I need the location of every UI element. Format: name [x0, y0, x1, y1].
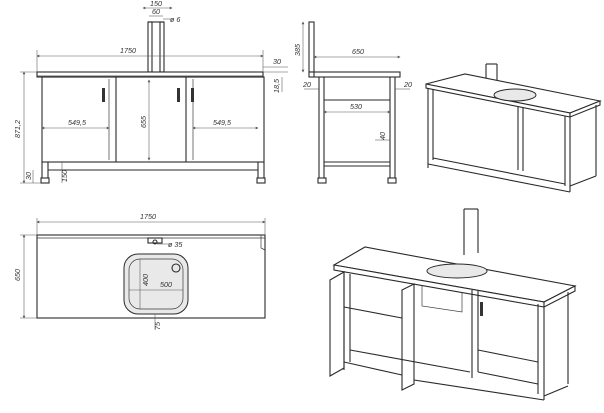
- dim-left-opening: 549,5: [68, 118, 87, 127]
- dim-top-depth: 650: [13, 269, 22, 281]
- dim-sink-width: 500: [160, 280, 172, 289]
- dim-right-opening: 549,5: [213, 118, 232, 127]
- dim-faucet-height: 385: [293, 43, 302, 56]
- dim-side-right-offset: 20: [403, 80, 412, 89]
- door-handle-center: [177, 88, 180, 102]
- dim-faucet-inner: 60: [152, 7, 160, 16]
- side-view: 385 650 20 20 530 40: [293, 21, 412, 184]
- drain-icon: [171, 263, 181, 273]
- dim-side-inner-depth: 530: [350, 102, 362, 111]
- sink-iso-open: [426, 263, 488, 279]
- open-door-left: [329, 271, 345, 377]
- dim-front-width: 1750: [120, 46, 136, 55]
- dim-tap-hole: ø 35: [168, 240, 183, 249]
- dim-total-height: 871,2: [13, 120, 22, 138]
- faucet-front: [147, 21, 165, 73]
- dim-foot-height: 150: [60, 170, 69, 182]
- dim-sink-depth: 400: [141, 274, 150, 286]
- door-handle-iso: [480, 302, 483, 316]
- door-handle-right: [191, 88, 194, 102]
- dim-shelf-offset: 40: [378, 132, 387, 140]
- dim-faucet-tube: ø 6: [170, 15, 180, 24]
- open-door-center: [401, 283, 415, 391]
- countertop-side: [308, 71, 401, 78]
- door-handle-left: [102, 88, 105, 102]
- isometric-open: [329, 208, 577, 401]
- dim-center-height: 655: [139, 115, 148, 128]
- isometric-closed: [425, 63, 602, 193]
- dim-upstand: 18,5: [272, 78, 281, 93]
- front-view: 150 60 ø 6 1750 30 18,5 871,2 549,5 655 …: [13, 0, 288, 184]
- dim-side-depth: 650: [352, 47, 364, 56]
- countertop-top: [36, 234, 266, 319]
- sink-iso: [493, 88, 537, 102]
- dim-front-margin: 75: [153, 321, 162, 330]
- dim-plinth: 30: [24, 172, 33, 180]
- top-view: 1750 650 ø 35 500 400 75: [13, 212, 266, 330]
- dim-faucet-width: 150: [150, 0, 162, 8]
- dim-top-thickness: 30: [273, 57, 281, 66]
- sink-bowl-top: [123, 253, 189, 315]
- dim-top-width: 1750: [140, 212, 156, 221]
- dim-side-left-offset: 20: [302, 80, 311, 89]
